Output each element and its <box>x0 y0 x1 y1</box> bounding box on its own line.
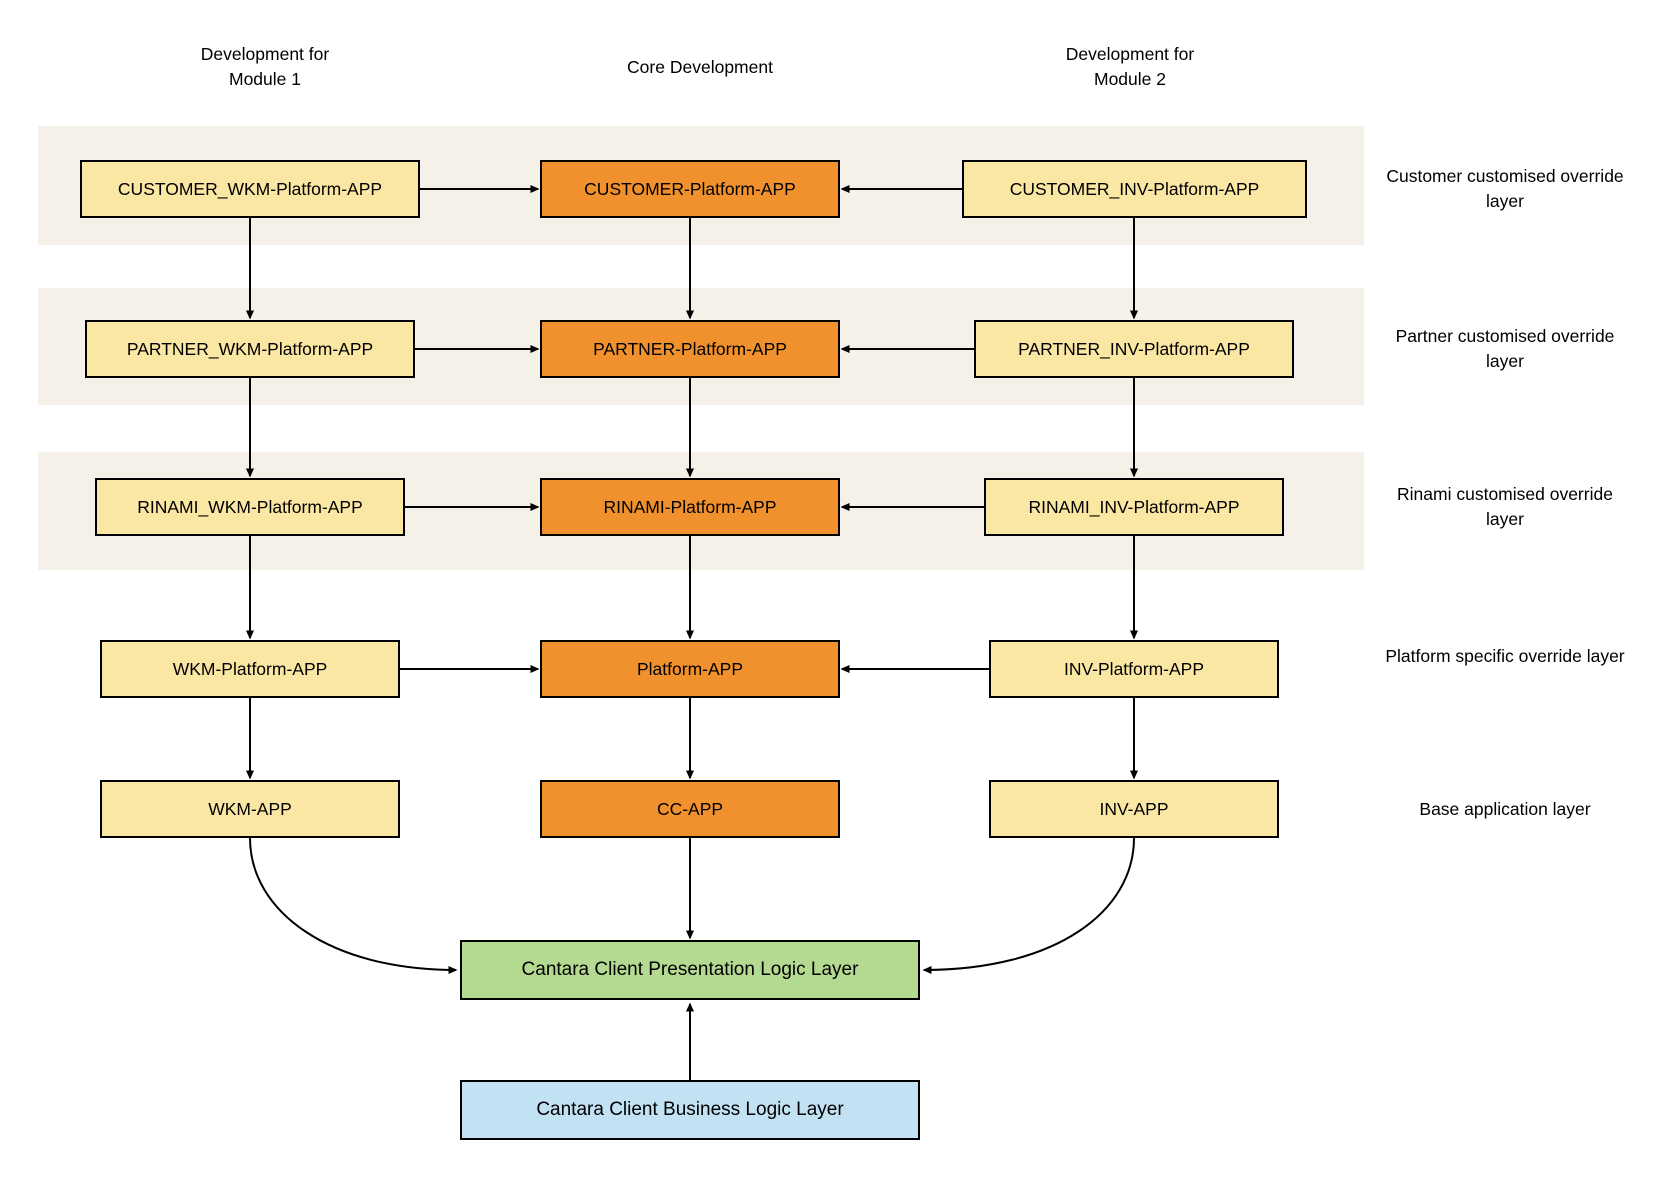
node-cc-app: CC-APP <box>540 780 840 838</box>
node-rinami-platform-app: RINAMI-Platform-APP <box>540 478 840 536</box>
column-header-core: Core Development <box>627 57 773 77</box>
node-customer-platform-app: CUSTOMER-Platform-APP <box>540 160 840 218</box>
node-inv-platform-app: INV-Platform-APP <box>989 640 1279 698</box>
node-partner-inv-platform-app: PARTNER_INV-Platform-APP <box>974 320 1294 378</box>
node-partner-platform-app: PARTNER-Platform-APP <box>540 320 840 378</box>
layer-label-customer: Customer customised override layer <box>1386 166 1624 211</box>
node-customer-inv-platform-app: CUSTOMER_INV-Platform-APP <box>962 160 1307 218</box>
node-cantara-business-logic-layer: Cantara Client Business Logic Layer <box>460 1080 920 1140</box>
node-wkm-platform-app: WKM-Platform-APP <box>100 640 400 698</box>
node-platform-app: Platform-APP <box>540 640 840 698</box>
arrow-invapp-to-presentation <box>922 837 1135 974</box>
node-cantara-presentation-logic-layer: Cantara Client Presentation Logic Layer <box>460 940 920 1000</box>
node-rinami-inv-platform-app: RINAMI_INV-Platform-APP <box>984 478 1284 536</box>
layer-label-base-application: Base application layer <box>1419 799 1591 819</box>
layer-label-platform-specific: Platform specific override layer <box>1385 646 1625 666</box>
node-wkm-app: WKM-APP <box>100 780 400 838</box>
node-partner-wkm-platform-app: PARTNER_WKM-Platform-APP <box>85 320 415 378</box>
arrow-wkmapp-to-presentation <box>249 837 458 974</box>
column-header-module2: Development for Module 2 <box>1065 44 1195 89</box>
column-header-module1: Development for Module 1 <box>200 44 330 89</box>
node-rinami-wkm-platform-app: RINAMI_WKM-Platform-APP <box>95 478 405 536</box>
layer-label-partner: Partner customised override layer <box>1395 326 1615 371</box>
node-inv-app: INV-APP <box>989 780 1279 838</box>
layer-label-rinami: Rinami customised override layer <box>1397 484 1613 529</box>
node-customer-wkm-platform-app: CUSTOMER_WKM-Platform-APP <box>80 160 420 218</box>
